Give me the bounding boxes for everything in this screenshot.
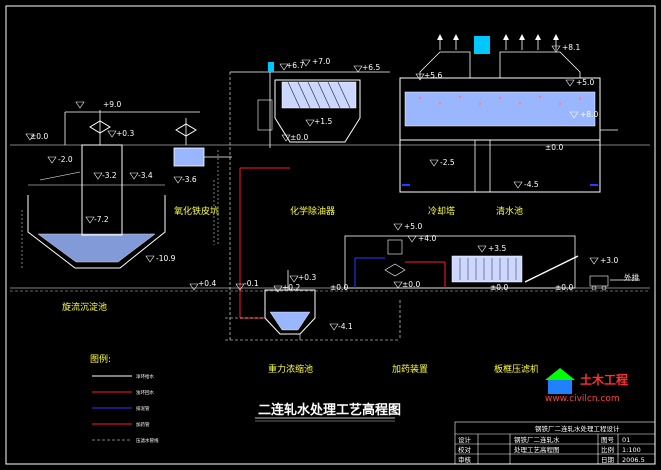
dosing-filter-section xyxy=(344,235,640,291)
tb-r0c4: 01 xyxy=(622,436,630,444)
legend: 净环给水 浊环回水 排泥管 加药管 压滤水管线 xyxy=(92,373,159,444)
title-block xyxy=(454,421,656,465)
legend-item-1: 净环给水 xyxy=(136,373,154,380)
oxide-pit xyxy=(173,147,232,245)
civilcn-logo: 土木工程 www.civilcn.com xyxy=(538,364,648,404)
elev-p8-1: +8.1 xyxy=(562,43,580,52)
elev-p4-0: +4.0 xyxy=(418,234,436,243)
label-clear-pool: 清水池 xyxy=(496,205,523,217)
elev-m4-5: -4.5 xyxy=(524,180,539,189)
swirl-tank xyxy=(21,110,200,269)
elev-p5-0: +5.0 xyxy=(576,78,594,87)
elev-p0-0e: ±0.0 xyxy=(490,283,508,292)
legend-item-2: 浊环回水 xyxy=(136,389,154,396)
tb-r1c3: 比例 xyxy=(601,445,614,454)
elev-m2-5: -2.5 xyxy=(440,158,455,167)
tb-r1c2: 处理工艺高程图 xyxy=(514,445,560,454)
tb-r1c0: 校对 xyxy=(458,445,472,454)
elev-m3-6: -3.6 xyxy=(182,175,197,184)
tb-r0c0: 设计 xyxy=(458,435,472,444)
drawing-title: 二连轧水处理工艺高程图 xyxy=(258,402,401,418)
watermark-name: 土木工程 xyxy=(580,372,628,387)
elev-m4-1: -4.1 xyxy=(338,322,353,331)
elev-p0-4: +0.4 xyxy=(198,279,216,288)
elev-p0-3a: +0.3 xyxy=(116,129,134,138)
elev-m2-0: -2.0 xyxy=(58,155,73,164)
elev-m0-1: -0.1 xyxy=(244,279,259,288)
gravity-thickener xyxy=(225,270,401,341)
elev-p0-2: +0.2 xyxy=(282,283,300,292)
tb-r2c3: 日期 xyxy=(601,456,615,464)
elev-p3-0: +3.0 xyxy=(600,256,618,265)
tb-r0c3: 图号 xyxy=(601,436,615,444)
chemical-oil-remover xyxy=(229,62,390,340)
elev-m3-4: -3.4 xyxy=(138,171,153,180)
elev-p0-0g: ±0.0 xyxy=(545,143,563,152)
elev-p0-0d: ±0.0 xyxy=(330,283,348,292)
tb-header: 钢铁厂二连轧水处理工程设计 xyxy=(535,424,620,433)
label-chem-oil: 化学除油器 xyxy=(290,205,335,217)
legend-item-4: 加药管 xyxy=(136,421,150,428)
elev-p8-0: +8.0 xyxy=(580,110,598,119)
tb-r2c0: 审核 xyxy=(458,455,472,464)
elev-p9-0: +9.0 xyxy=(103,100,121,109)
elev-m3-2: -3.2 xyxy=(102,171,117,180)
label-oxide-pit: 氧化铁皮坑 xyxy=(174,205,219,217)
legend-item-5: 压滤水管线 xyxy=(136,437,159,444)
elev-p0-0f: ±0.0 xyxy=(555,283,573,292)
label-dosing: 加药装置 xyxy=(392,363,428,375)
tb-r2c4: 2006.5 xyxy=(622,456,645,464)
watermark-url: www.civilcn.com xyxy=(545,394,620,404)
elev-p6-7: +6.7 xyxy=(286,61,304,70)
tb-r0c2: 钢铁厂二连轧水 xyxy=(514,435,560,444)
elev-p1-5: +1.5 xyxy=(314,117,332,126)
label-swirl-tank: 旋流沉淀池 xyxy=(62,301,107,313)
outlet-label: 外排 xyxy=(624,272,639,282)
elev-p5-6: +5.6 xyxy=(424,71,442,80)
elev-p6-5: +6.5 xyxy=(362,63,380,72)
elev-p0-0c: ±0.0 xyxy=(402,280,420,289)
tb-r1c4: 1:100 xyxy=(622,446,641,454)
cooling-tower xyxy=(399,34,618,193)
elev-p0-0b: ±0.0 xyxy=(290,133,308,142)
legend-title: 图例: xyxy=(90,353,111,365)
legend-item-3: 排泥管 xyxy=(136,405,150,412)
elev-p7-0: +7.0 xyxy=(312,57,330,66)
elev-p5-0b: +5.0 xyxy=(404,222,422,231)
elev-p3-5: +3.5 xyxy=(488,244,506,253)
elev-p0-0a: ±0.0 xyxy=(30,132,48,141)
elevation-markers xyxy=(25,45,599,331)
elev-p0-3b: +0.3 xyxy=(298,273,316,282)
label-cooling-tower: 冷却塔 xyxy=(428,205,455,217)
label-gravity-tank: 重力浓缩池 xyxy=(268,363,313,375)
elev-m10-9: -10.9 xyxy=(156,254,176,263)
elev-m7-2: -7.2 xyxy=(94,215,109,224)
label-filter-press: 板框压滤机 xyxy=(494,363,539,375)
